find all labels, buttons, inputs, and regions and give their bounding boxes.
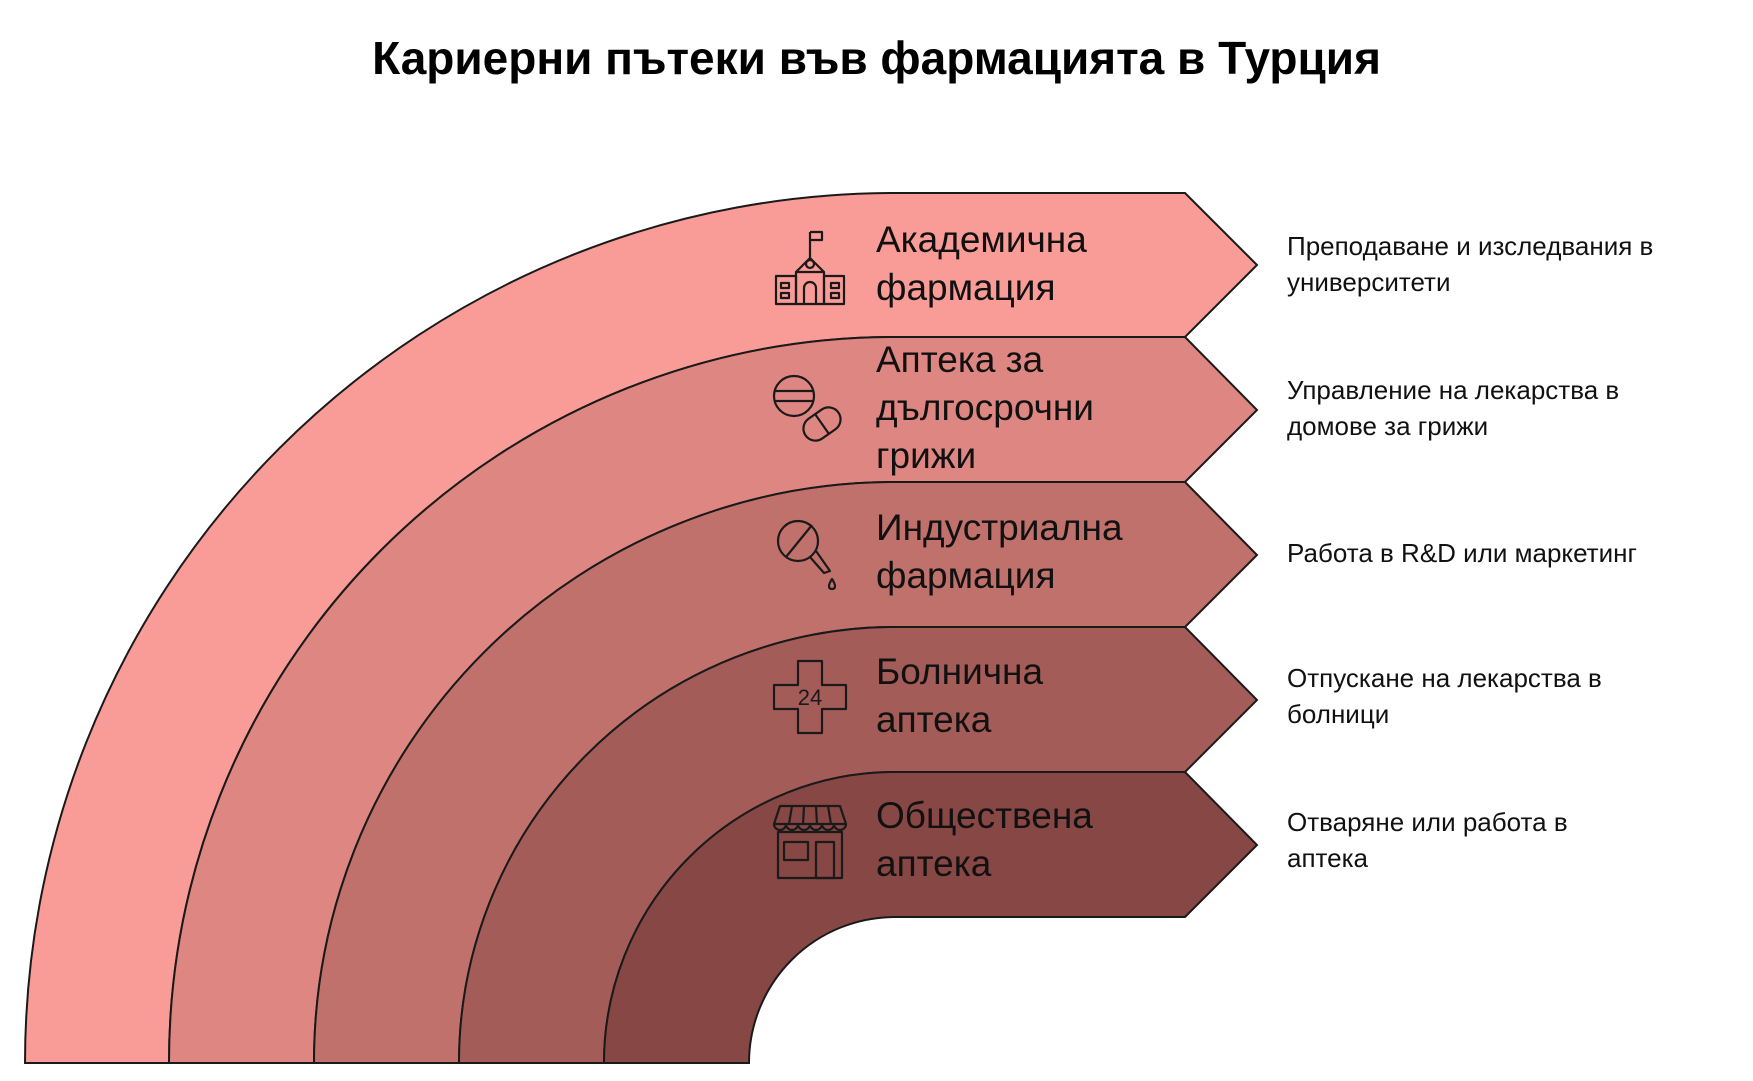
cross-24-text: 24 <box>798 685 822 710</box>
band-label-industrial: Индустриална фармация <box>876 507 1123 596</box>
page-title: Кариерни пътеки във фармацията в Турция <box>372 32 1381 84</box>
description-industrial: Работа в R&D или маркетинг <box>1287 538 1637 568</box>
description-academic: Преподаване и изследвания в университети <box>1287 231 1654 297</box>
pills-icon <box>772 374 842 442</box>
description-community: Отваряне или работа в аптека <box>1287 807 1568 873</box>
band-label-community: Обществена аптека <box>876 795 1093 884</box>
description-long-term-care: Управление на лекарства в домове за гриж… <box>1287 375 1620 441</box>
band-community-pharmacy <box>602 771 1259 1064</box>
university-building-icon <box>774 230 846 306</box>
description-hospital: Отпускане на лекарства в болници <box>1287 663 1602 729</box>
dropper-icon <box>776 519 837 591</box>
storefront-icon <box>772 804 848 880</box>
medical-cross-24-icon: 24 <box>772 659 848 735</box>
band-label-long-term-care: Аптека за дългосрочни грижи <box>876 339 1094 476</box>
band-label-hospital: Болнична аптека <box>876 651 1044 740</box>
band-label-academic: Академична фармация <box>876 219 1087 308</box>
